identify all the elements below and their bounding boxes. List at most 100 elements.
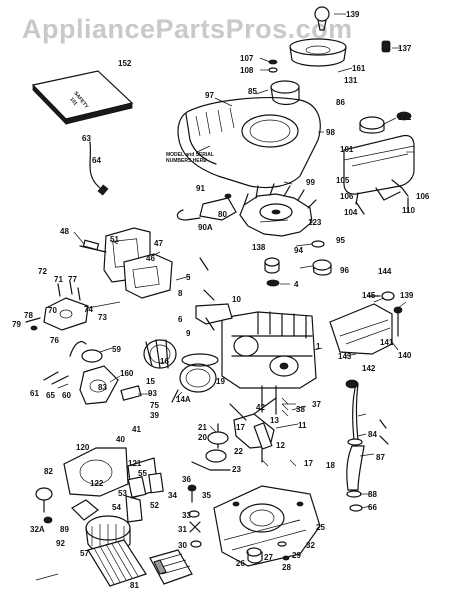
part-label: 22 — [234, 447, 243, 456]
part-label: 54 — [112, 503, 121, 512]
part-label: 28 — [282, 563, 291, 572]
part-label: 30 — [178, 541, 187, 550]
part-label: 92 — [56, 539, 65, 548]
spark-plug-wire — [89, 141, 109, 196]
flywheel — [239, 183, 317, 237]
part-label: 39 — [150, 411, 159, 420]
manual-label-line-2: 101 — [68, 97, 78, 107]
watermark-logo: AppliancePartsPros.com — [22, 14, 353, 44]
model-note-line-2: NUMBERS HERE — [166, 158, 207, 164]
carburetor-fittings — [35, 487, 99, 524]
crankcase-sump — [213, 485, 321, 567]
part-label: 5 — [186, 273, 191, 282]
part-label: 94 — [294, 246, 303, 255]
part-label: 48 — [60, 227, 69, 236]
part-label: 120 — [76, 443, 90, 452]
part-label: 90A — [198, 223, 213, 232]
part-label: 86 — [336, 98, 345, 107]
flywheel-fasteners — [264, 240, 332, 287]
part-label: 33 — [182, 511, 191, 520]
part-label: 85 — [248, 87, 257, 96]
valve-train — [261, 385, 289, 417]
part-label: 63 — [82, 134, 91, 143]
part-label: 78 — [24, 311, 33, 320]
part-label: 53 — [118, 489, 127, 498]
part-label: 123 — [308, 218, 322, 227]
crankshaft — [229, 397, 277, 463]
air-filter-element — [87, 539, 147, 587]
part-label: 47 — [154, 239, 163, 248]
part-label: 9 — [186, 329, 191, 338]
part-label: 1 — [316, 342, 321, 351]
part-label: 91 — [196, 184, 205, 193]
part-label: 20 — [198, 433, 207, 442]
governor-brake-parts — [125, 472, 202, 548]
part-label: 89 — [60, 525, 69, 534]
fuel-tank — [343, 111, 415, 213]
part-label: 96 — [340, 266, 349, 275]
part-label: 101 — [340, 145, 354, 154]
part-label: 32A — [30, 525, 45, 534]
part-label: 93 — [148, 389, 157, 398]
air-cleaner-assembly — [63, 447, 159, 554]
part-label: 37 — [312, 400, 321, 409]
part-label: 32 — [306, 541, 315, 550]
carburetor-assembly — [79, 227, 173, 299]
safety-manual-booklet: SAFETY 101 — [31, 70, 134, 125]
part-label: 104 — [344, 208, 358, 217]
part-label: 72 — [38, 267, 47, 276]
part-label: 52 — [150, 501, 159, 510]
part-label: 29 — [292, 551, 301, 560]
part-label: 79 — [12, 320, 21, 329]
part-label: 11 — [298, 421, 307, 430]
part-label: 84 — [368, 430, 377, 439]
model-note-line-1: MODEL and SERIAL — [166, 152, 214, 158]
part-label: 106 — [340, 192, 354, 201]
part-label: 140 — [398, 351, 412, 360]
part-label: 36 — [182, 475, 191, 484]
part-label: 13 — [270, 416, 279, 425]
drain-plug-parts — [246, 541, 290, 564]
part-label: 42 — [256, 403, 265, 412]
foam-pre-cleaner — [149, 549, 193, 585]
part-label: 97 — [205, 91, 214, 100]
part-label: 57 — [80, 549, 89, 558]
part-label: 21 — [198, 423, 207, 432]
part-label: 17 — [304, 459, 313, 468]
part-label: 12 — [276, 441, 285, 450]
rewind-starter — [268, 6, 391, 106]
part-label: 61 — [30, 389, 39, 398]
part-label: 161 — [352, 64, 366, 73]
part-label: 41 — [132, 425, 141, 434]
piston-assembly — [143, 339, 219, 403]
part-label: 4 — [294, 280, 299, 289]
throttle-linkage — [25, 281, 121, 331]
part-label: 81 — [130, 581, 139, 590]
primer-choke-assembly — [43, 341, 142, 405]
part-label: 83 — [98, 383, 107, 392]
part-label: 142 — [362, 364, 376, 373]
part-label: 55 — [138, 469, 147, 478]
part-label: 160 — [120, 369, 134, 378]
part-label: 46 — [146, 254, 155, 263]
part-label: 31 — [178, 525, 187, 534]
oil-fill-tube — [345, 379, 365, 512]
part-label: 38 — [296, 405, 305, 414]
part-label: 80 — [218, 210, 227, 219]
part-label: 40 — [116, 435, 125, 444]
part-label: 108 — [240, 66, 254, 75]
part-label: 10 — [232, 295, 241, 304]
part-label: 51 — [110, 235, 119, 244]
part-label: 73 — [98, 313, 107, 322]
hardware-bolts — [199, 201, 389, 445]
part-label: 75 — [150, 401, 159, 410]
part-label: 8 — [178, 289, 183, 298]
part-label: 77 — [68, 275, 77, 284]
part-label: 88 — [368, 490, 377, 499]
part-label: 59 — [112, 345, 121, 354]
part-label: 141 — [380, 338, 394, 347]
part-label: 23 — [232, 465, 241, 474]
part-label: 102 — [398, 113, 412, 122]
part-label: 17 — [236, 423, 245, 432]
